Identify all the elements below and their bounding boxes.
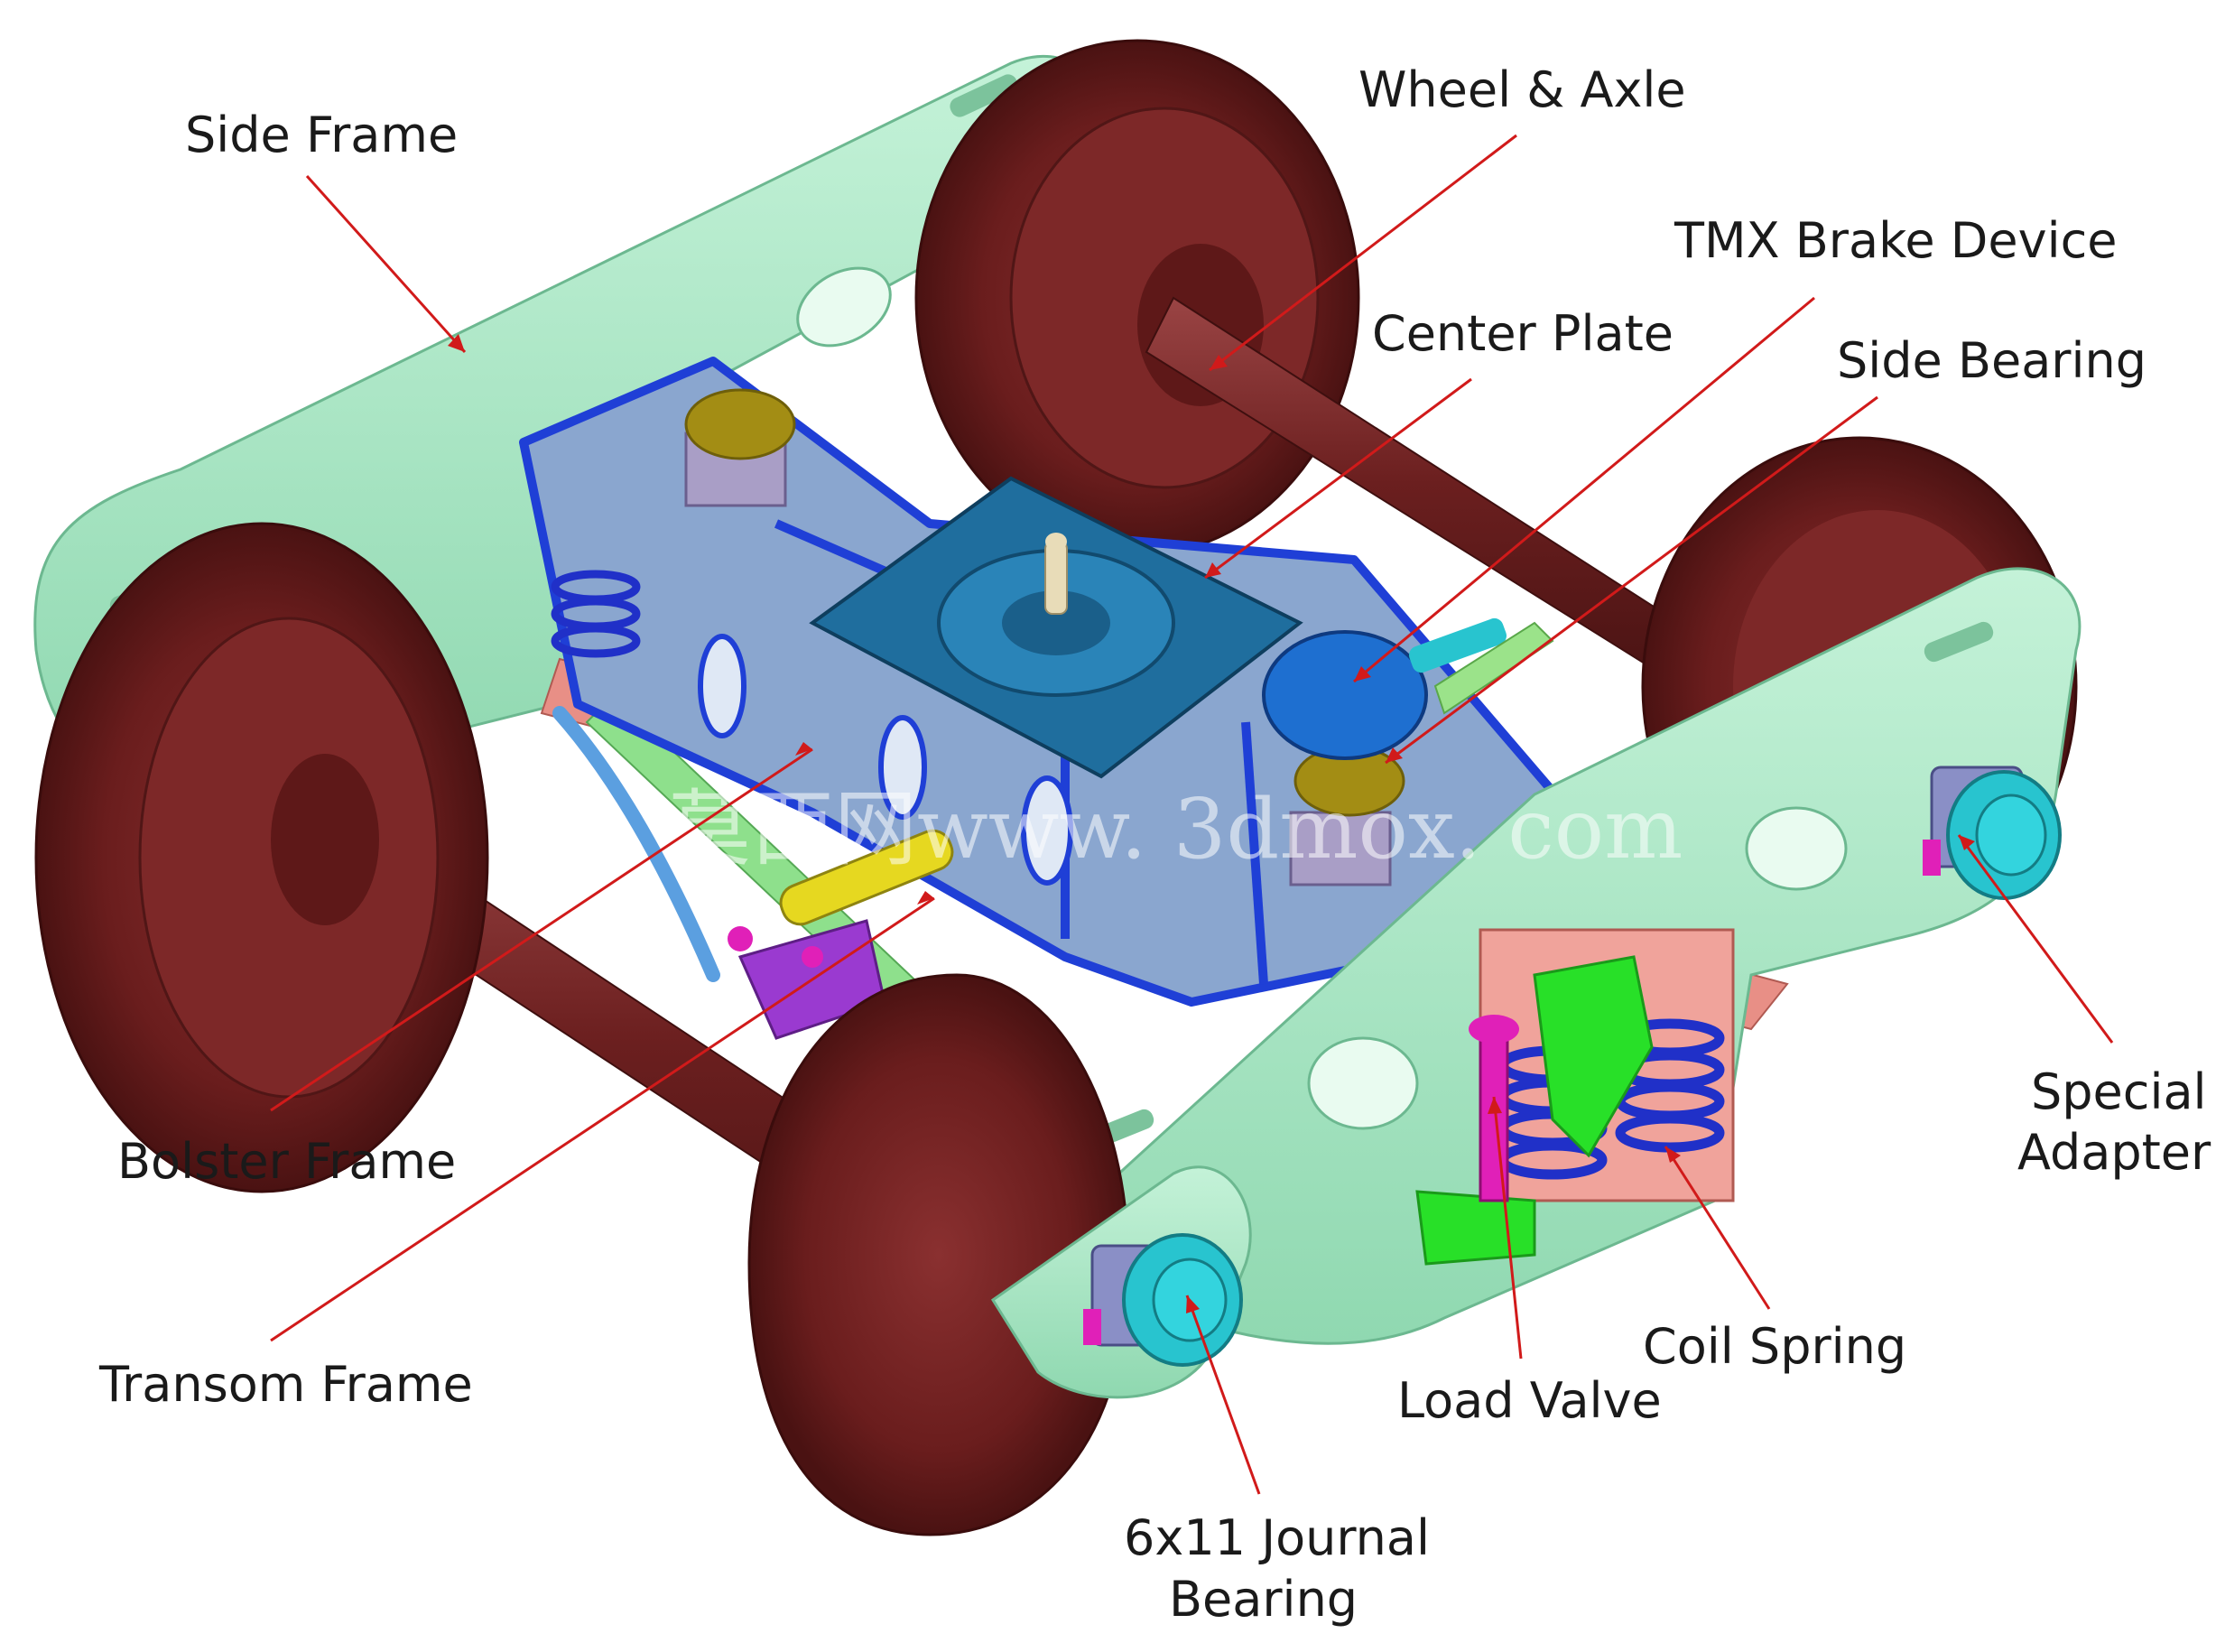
label-tmx-brake: TMX Brake Device <box>1674 212 2117 269</box>
label-coil-spring: Coil Spring <box>1643 1318 1906 1375</box>
leader-load-valve <box>1492 1096 1523 1360</box>
wheel-front-right <box>747 973 1130 1536</box>
label-transom-frame: Transom Frame <box>98 1356 473 1413</box>
tmx-brake-part <box>1262 617 1554 760</box>
label-journal-bearing-line2: Bearing <box>1169 1571 1358 1628</box>
leader-wheel-axle <box>1209 134 1517 372</box>
watermark-text: 莫西网www. 3dmox. com <box>668 781 1683 877</box>
leader-coil-spring <box>1664 1146 1771 1310</box>
spring-nest <box>1415 928 1735 1266</box>
leader-transom-frame <box>270 896 935 1342</box>
label-load-valve: Load Valve <box>1397 1372 1662 1429</box>
side-bearing-left <box>684 388 796 507</box>
leader-special-adapter <box>1957 834 2114 1044</box>
special-adapter-part <box>1923 766 2062 900</box>
leader-side-frame <box>305 174 467 354</box>
side-bearing-right <box>1289 745 1405 886</box>
label-special-adapter-line1: Special <box>2031 1063 2207 1120</box>
brake-rod-part <box>552 706 720 982</box>
label-special-adapter-line2: Adapter <box>2017 1124 2211 1181</box>
journal-bearing-part <box>1083 1233 1243 1367</box>
label-side-bearing: Side Bearing <box>1837 332 2146 389</box>
leader-tmx-brake <box>1353 296 1815 683</box>
wheel-front-left <box>34 522 489 1193</box>
leader-bolster-frame <box>270 747 813 1112</box>
leader-journal-bearing <box>1185 1295 1261 1495</box>
label-bolster-frame: Bolster Frame <box>117 1133 456 1190</box>
label-side-frame: Side Frame <box>185 107 458 163</box>
label-center-plate: Center Plate <box>1372 305 1674 362</box>
leader-center-plate <box>1204 377 1472 580</box>
leader-lines <box>270 134 2114 1495</box>
leader-side-bearing <box>1385 395 1878 765</box>
center-plate-part <box>809 476 1303 779</box>
wheel-rear-left <box>914 39 1360 557</box>
label-journal-bearing-line1: 6x11 Journal <box>1124 1509 1430 1566</box>
label-wheel-axle: Wheel & Axle <box>1358 61 1686 118</box>
